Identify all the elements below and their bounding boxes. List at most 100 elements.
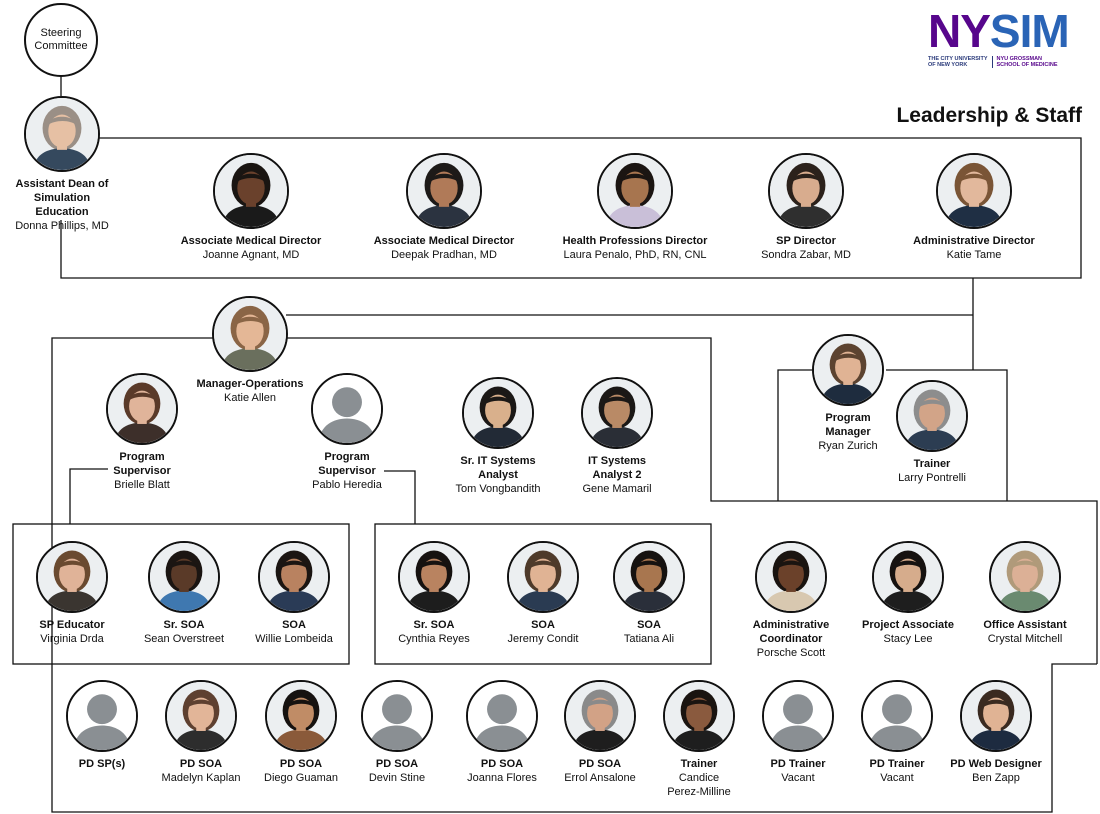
person-photo — [989, 541, 1061, 613]
logo-sim-text: SIM — [989, 5, 1070, 57]
person-photo — [212, 296, 288, 372]
person-name: Tom Vongbandith — [455, 483, 541, 495]
portrait-icon — [757, 543, 825, 611]
person-name: Diego Guaman — [264, 772, 338, 784]
person-card: Program Supervisor Brielle Blatt — [92, 373, 192, 492]
person-name: Sondra Zabar, MD — [761, 249, 851, 261]
person-title: PD SP(s) — [78, 758, 126, 770]
person-name: Pablo Heredia — [312, 479, 382, 491]
person-title: Sr. SOA — [413, 619, 455, 631]
portrait-icon — [770, 155, 842, 227]
portrait-icon — [267, 682, 335, 750]
person-title: PD SOA — [279, 758, 323, 770]
portrait-icon — [599, 155, 671, 227]
person-card: Program Manager Ryan Zurich — [802, 334, 894, 453]
portrait-icon — [167, 682, 235, 750]
person-title: Administrative Coordinator — [752, 619, 830, 645]
person-name: Candice Perez-Milline — [667, 772, 731, 798]
person-photo — [24, 96, 100, 172]
person-name: Vacant — [781, 772, 815, 784]
person-photo — [663, 680, 735, 752]
portrait-icon — [260, 543, 328, 611]
person-photo — [861, 680, 933, 752]
person-title: SP Director — [776, 235, 836, 247]
person-photo — [581, 377, 653, 449]
portrait-icon — [665, 682, 733, 750]
portrait-icon — [615, 543, 683, 611]
person-name: Larry Pontrelli — [898, 472, 966, 484]
person-photo — [258, 541, 330, 613]
portrait-icon — [38, 543, 106, 611]
placeholder-avatar-icon — [764, 682, 832, 750]
person-card: Program Supervisor Pablo Heredia — [297, 373, 397, 492]
placeholder-avatar-icon — [863, 682, 931, 750]
person-photo — [311, 373, 383, 445]
person-title: Office Assistant — [983, 619, 1067, 631]
person-card: PD SOA Diego Guaman — [254, 680, 348, 785]
portrait-icon — [938, 155, 1010, 227]
portrait-icon — [26, 98, 98, 170]
person-title: PD SOA — [578, 758, 622, 770]
nysim-logo: NYSIM THE CITY UNIVERSITY OF NEW YORK NY… — [928, 8, 1080, 68]
person-photo — [872, 541, 944, 613]
person-card: SOA Tatiana Ali — [599, 541, 699, 646]
steering-committee-node: Steering Committee — [24, 3, 98, 77]
portrait-icon — [874, 543, 942, 611]
person-title: IT Systems Analyst 2 — [587, 455, 647, 481]
person-photo — [462, 377, 534, 449]
person-title: Associate Medical Director — [373, 235, 515, 247]
portrait-icon — [400, 543, 468, 611]
person-name: Porsche Scott — [756, 647, 826, 659]
person-name: Deepak Pradhan, MD — [391, 249, 497, 261]
person-title: Trainer — [913, 458, 951, 470]
person-photo — [936, 153, 1012, 229]
person-title: SP Educator — [39, 619, 105, 631]
person-title: PD Web Designer — [950, 758, 1042, 770]
person-card: PD Trainer Vacant — [850, 680, 944, 785]
person-card: PD SOA Joanna Flores — [455, 680, 549, 785]
person-card: Administrative Coordinator Porsche Scott — [737, 541, 845, 660]
person-photo — [406, 153, 482, 229]
person-name: Gene Mamaril — [582, 483, 652, 495]
portrait-icon — [215, 155, 287, 227]
person-card: IT Systems Analyst 2 Gene Mamaril — [562, 377, 672, 496]
person-title: Manager-Operations — [196, 378, 304, 390]
person-title: PD SOA — [375, 758, 419, 770]
person-photo — [148, 541, 220, 613]
person-title: Administrative Director — [913, 235, 1035, 247]
person-card: Health Professions Director Laura Penalo… — [554, 153, 716, 262]
person-name: Madelyn Kaplan — [161, 772, 241, 784]
portrait-icon — [962, 682, 1030, 750]
placeholder-avatar-icon — [468, 682, 536, 750]
page-heading: Leadership & Staff — [896, 104, 1082, 127]
person-name: Katie Tame — [946, 249, 1002, 261]
person-card: PD SOA Madelyn Kaplan — [154, 680, 248, 785]
person-name: Katie Allen — [224, 392, 276, 404]
portrait-icon — [150, 543, 218, 611]
person-card: PD Trainer Vacant — [751, 680, 845, 785]
person-title: SOA — [637, 619, 661, 631]
person-card: Sr. IT Systems Analyst Tom Vongbandith — [443, 377, 553, 496]
person-title: Program Manager — [825, 412, 871, 438]
placeholder-avatar-icon — [313, 375, 381, 443]
person-photo — [755, 541, 827, 613]
person-title: Health Professions Director — [562, 235, 708, 247]
logo-ny-text: NY — [928, 5, 991, 57]
person-photo — [597, 153, 673, 229]
person-title: PD SOA — [179, 758, 223, 770]
portrait-icon — [464, 379, 532, 447]
person-title: PD Trainer — [869, 758, 925, 770]
person-card: PD Web Designer Ben Zapp — [943, 680, 1049, 785]
portrait-icon — [509, 543, 577, 611]
person-name: Joanne Agnant, MD — [202, 249, 300, 261]
person-name: Jeremy Condit — [507, 633, 579, 645]
person-card: Associate Medical Director Joanne Agnant… — [170, 153, 332, 262]
person-card: PD SOA Errol Ansalone — [553, 680, 647, 785]
person-title: Associate Medical Director — [180, 235, 322, 247]
person-photo — [165, 680, 237, 752]
person-name: Willie Lombeida — [255, 633, 333, 645]
person-title: Project Associate — [862, 619, 954, 631]
person-card: Administrative Director Katie Tame — [906, 153, 1042, 262]
person-card: Associate Medical Director Deepak Pradha… — [363, 153, 525, 262]
person-card: PD SOA Devin Stine — [350, 680, 444, 785]
